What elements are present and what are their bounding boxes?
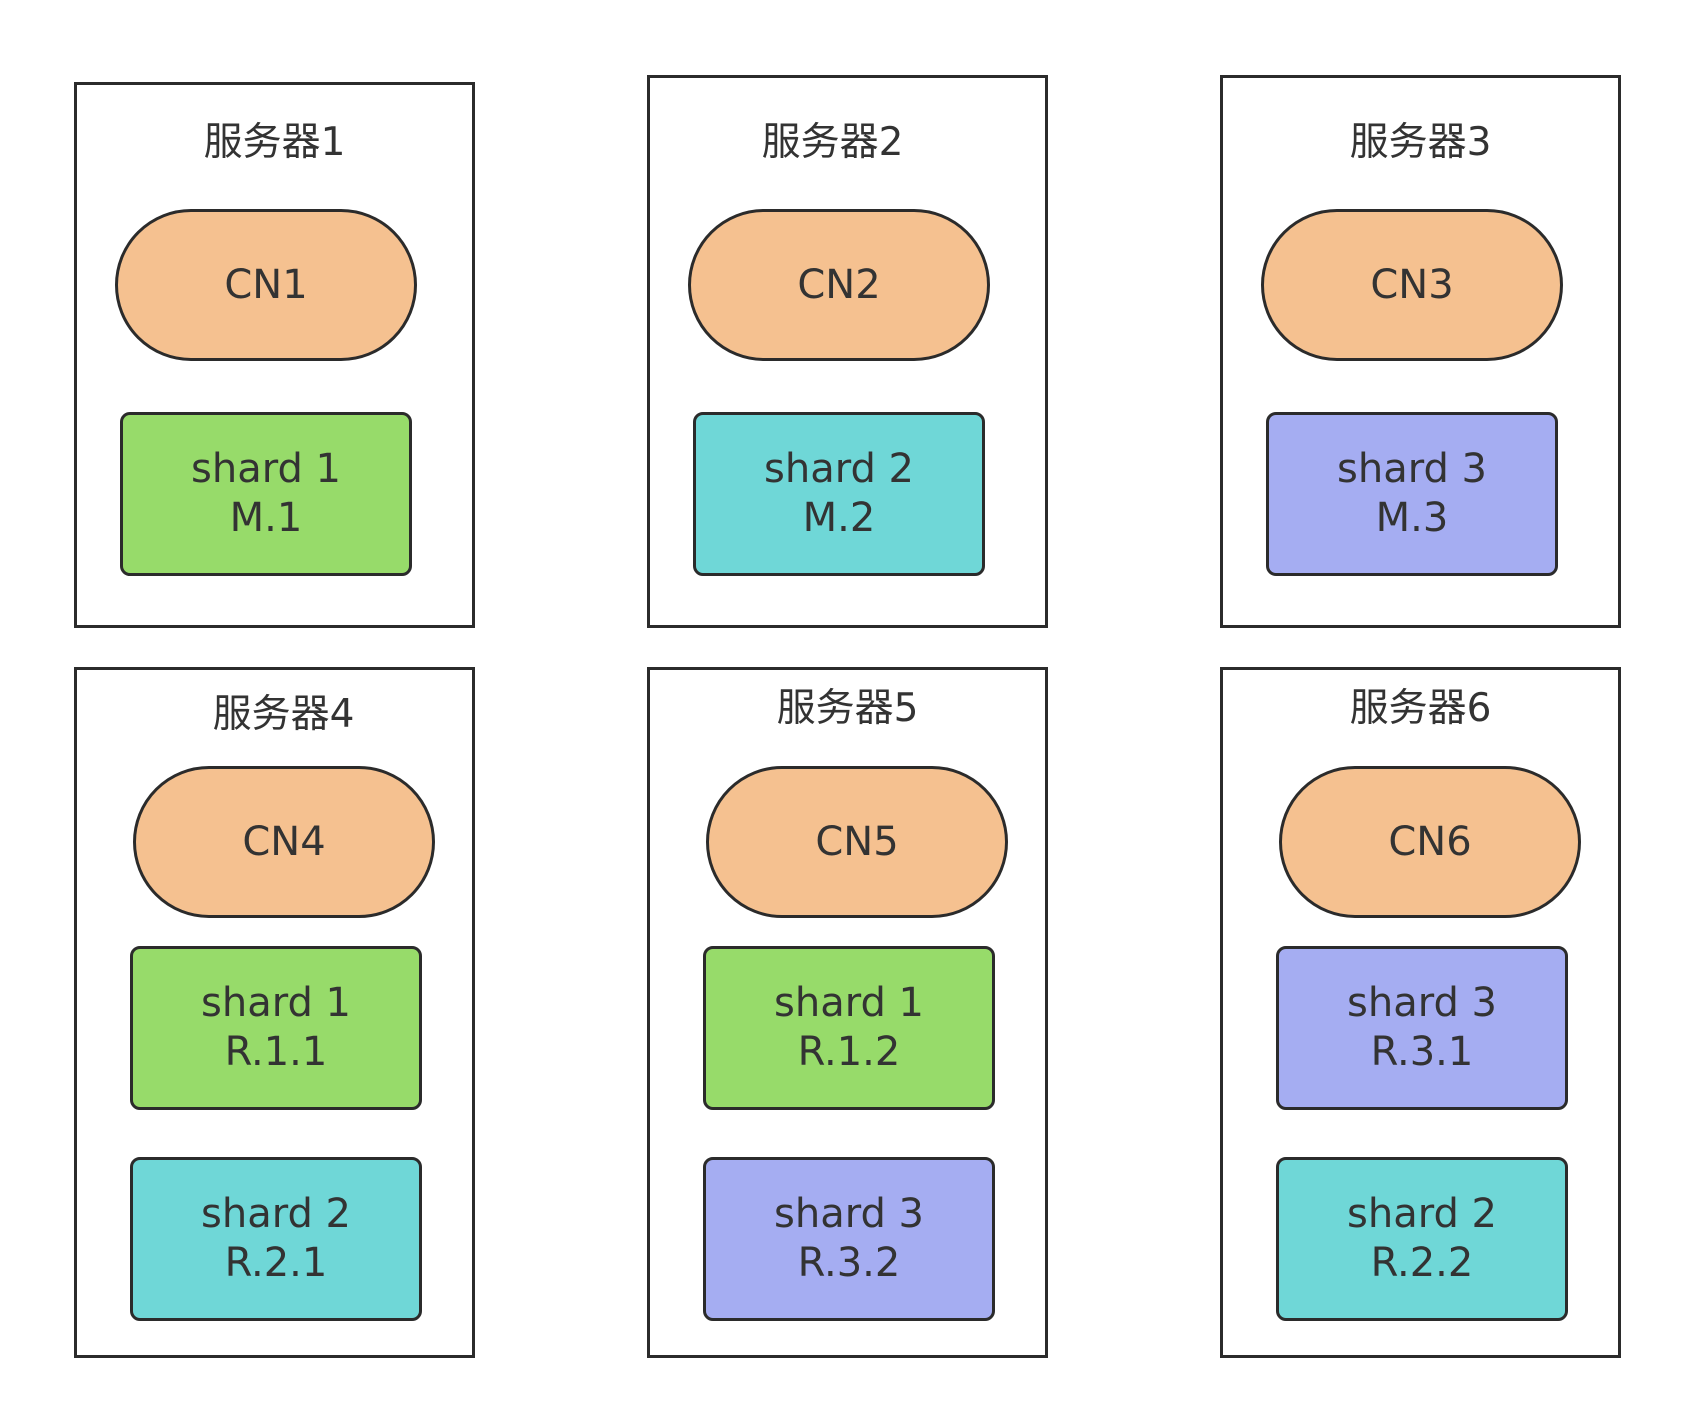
shard-name: shard 2 [1347,1191,1497,1237]
shard-box: shard 3 R.3.2 [703,1157,995,1321]
shard-role: M.1 [229,495,303,541]
cn-node: CN6 [1279,766,1581,918]
shard-box: shard 2 M.2 [693,412,985,576]
shard-role: M.2 [802,495,876,541]
shard-role: R.1.2 [797,1029,901,1075]
shard-box: shard 3 M.3 [1266,412,1558,576]
server-5: 服务器5 CN5 shard 1 R.1.2 shard 3 R.3.2 [647,667,1048,1358]
shard-name: shard 3 [774,1191,924,1237]
shard-box: shard 3 R.3.1 [1276,946,1568,1110]
server-1: 服务器1 CN1 shard 1 M.1 [74,82,475,628]
shard-name: shard 3 [1337,446,1487,492]
shard-role: R.1.1 [224,1029,328,1075]
shard-role: R.2.2 [1370,1240,1474,1286]
server-title: 服务器2 [761,120,904,165]
server-6: 服务器6 CN6 shard 3 R.3.1 shard 2 R.2.2 [1220,667,1621,1358]
shard-box: shard 1 M.1 [120,412,412,576]
server-title: 服务器1 [203,120,346,165]
cn-node: CN4 [133,766,435,918]
shard-role: M.3 [1375,495,1449,541]
shard-name: shard 1 [774,980,924,1026]
server-title: 服务器6 [1349,686,1492,731]
shard-box: shard 1 R.1.1 [130,946,422,1110]
server-2: 服务器2 CN2 shard 2 M.2 [647,75,1048,628]
shard-box: shard 1 R.1.2 [703,946,995,1110]
shard-box: shard 2 R.2.1 [130,1157,422,1321]
server-4: 服务器4 CN4 shard 1 R.1.1 shard 2 R.2.1 [74,667,475,1358]
shard-role: R.2.1 [224,1240,328,1286]
shard-box: shard 2 R.2.2 [1276,1157,1568,1321]
shard-role: R.3.2 [797,1240,901,1286]
shard-role: R.3.1 [1370,1029,1474,1075]
cn-node: CN1 [115,209,417,361]
shard-name: shard 1 [201,980,351,1026]
shard-name: shard 2 [201,1191,351,1237]
shard-name: shard 1 [191,446,341,492]
cn-node: CN3 [1261,209,1563,361]
server-title: 服务器3 [1349,120,1492,165]
server-title: 服务器4 [212,692,355,737]
cn-node: CN5 [706,766,1008,918]
shard-name: shard 2 [764,446,914,492]
shard-name: shard 3 [1347,980,1497,1026]
server-title: 服务器5 [776,686,919,731]
server-3: 服务器3 CN3 shard 3 M.3 [1220,75,1621,628]
cn-node: CN2 [688,209,990,361]
